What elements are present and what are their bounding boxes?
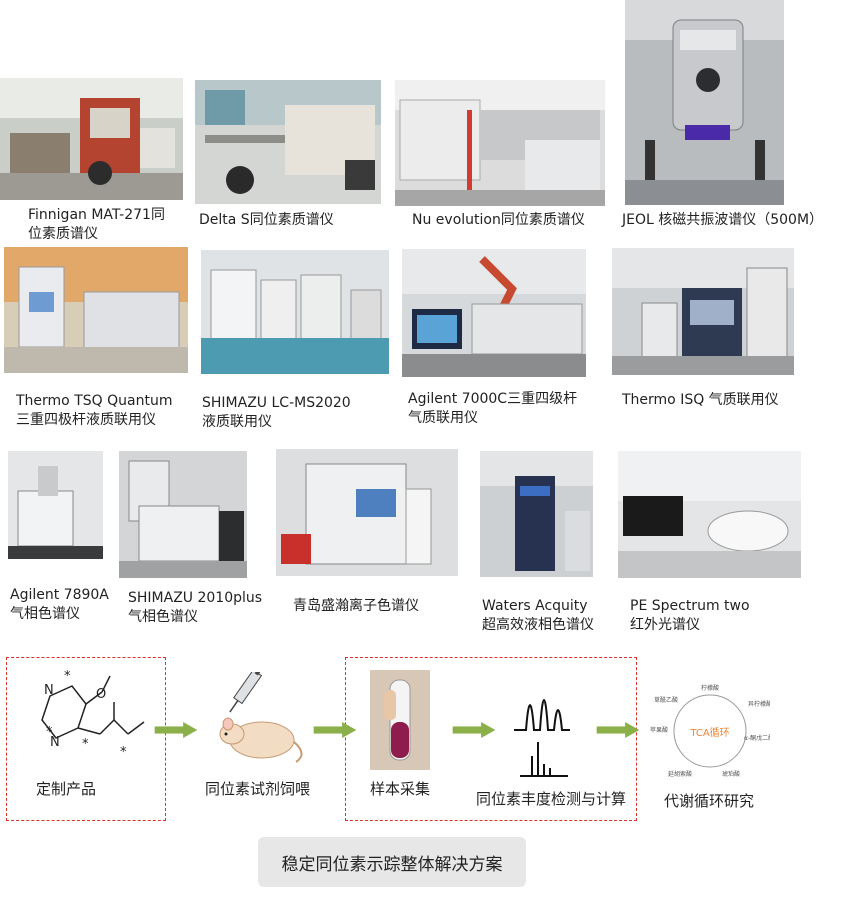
photo-pe-spectrum — [618, 451, 801, 578]
chromatogram-icon — [514, 699, 570, 777]
photo-jeol-nmr — [625, 0, 784, 205]
flow-arrow-4 — [596, 722, 640, 738]
caption-thermo-isq: Thermo ISQ 气质联用仪 — [622, 392, 779, 408]
tca-metabolite-malate: 苹果酸 — [650, 726, 668, 734]
label-star-3: * — [82, 737, 89, 752]
tca-cycle-diagram: TCA循环 柠檬酸 异柠檬酸 α-酮戊二酸 琥珀酸 延胡索酸 苹果酸 草酰乙酸 — [650, 684, 770, 778]
photo-delta-s — [195, 80, 381, 204]
photo-waters-acquity — [480, 451, 593, 577]
detection-box — [345, 657, 637, 821]
step-sample-collection: 样本采集 — [370, 780, 431, 798]
tca-metabolite-isocitrate: 异柠檬酸 — [748, 700, 770, 708]
label-star-2: * — [46, 725, 53, 740]
tca-metabolite-oxaloacetate: 草酰乙酸 — [654, 696, 678, 704]
solution-title-banner: 稳定同位素示踪整体解决方案 — [258, 837, 526, 887]
photo-thermo-tsq — [4, 247, 188, 373]
tca-cycle-label: TCA循环 — [689, 726, 729, 739]
step-isotope-feeding: 同位素试剂饲喂 — [205, 780, 311, 798]
caption-delta-s: Delta S同位素质谱仪 — [199, 212, 334, 228]
step-abundance-detection: 同位素丰度检测与计算 — [476, 790, 627, 808]
caption-finnigan-mat271: Finnigan MAT-271同位素质谱仪 — [28, 207, 165, 242]
step-custom-product: 定制产品 — [36, 780, 97, 798]
label-star-1: * — [64, 669, 71, 684]
caption-nu-evolution: Nu evolution同位素质谱仪 — [412, 212, 585, 228]
photo-agilent-7890a — [8, 451, 103, 559]
caption-qingdao-ic: 青岛盛瀚离子色谱仪 — [293, 598, 419, 614]
photo-shimazu-lcms — [201, 250, 389, 374]
tca-metabolite-fumarate: 延胡索酸 — [668, 770, 692, 778]
flow-arrow-2 — [313, 722, 357, 738]
label-star-4: * — [120, 745, 127, 760]
mouse-syringe-icon — [219, 672, 303, 763]
test-tube-icon — [370, 670, 430, 770]
nitrogen-label-top: N — [44, 683, 54, 698]
custom-product-box — [6, 657, 166, 821]
tca-metabolite-succinate: 琥珀酸 — [722, 770, 740, 778]
oxygen-label: O — [96, 687, 106, 702]
caption-jeol-nmr: JEOL 核磁共振波谱仪（500M） — [622, 212, 824, 228]
nitrogen-label-bottom: N — [50, 735, 60, 750]
step-metabolic-cycle: 代谢循环研究 — [664, 792, 755, 810]
photo-agilent-7000c — [402, 249, 586, 377]
flow-arrow-3 — [452, 722, 496, 738]
photo-thermo-isq — [612, 248, 794, 375]
caption-agilent-7000c: Agilent 7000C三重四级杆气质联用仪 — [408, 391, 578, 426]
solution-title-label: 稳定同位素示踪整体解决方案 — [281, 854, 503, 875]
tca-metabolite-akg: α-酮戊二酸 — [744, 734, 770, 742]
tca-metabolite-citrate: 柠檬酸 — [701, 684, 719, 692]
photo-shimazu-2010plus — [119, 451, 247, 578]
flow-arrow-1 — [154, 722, 198, 738]
photo-qingdao-ic — [276, 449, 458, 576]
photo-finnigan-mat271 — [0, 78, 183, 200]
photo-nu-evolution — [395, 80, 605, 206]
molecule-diagram: O N N * * * * — [41, 669, 145, 760]
